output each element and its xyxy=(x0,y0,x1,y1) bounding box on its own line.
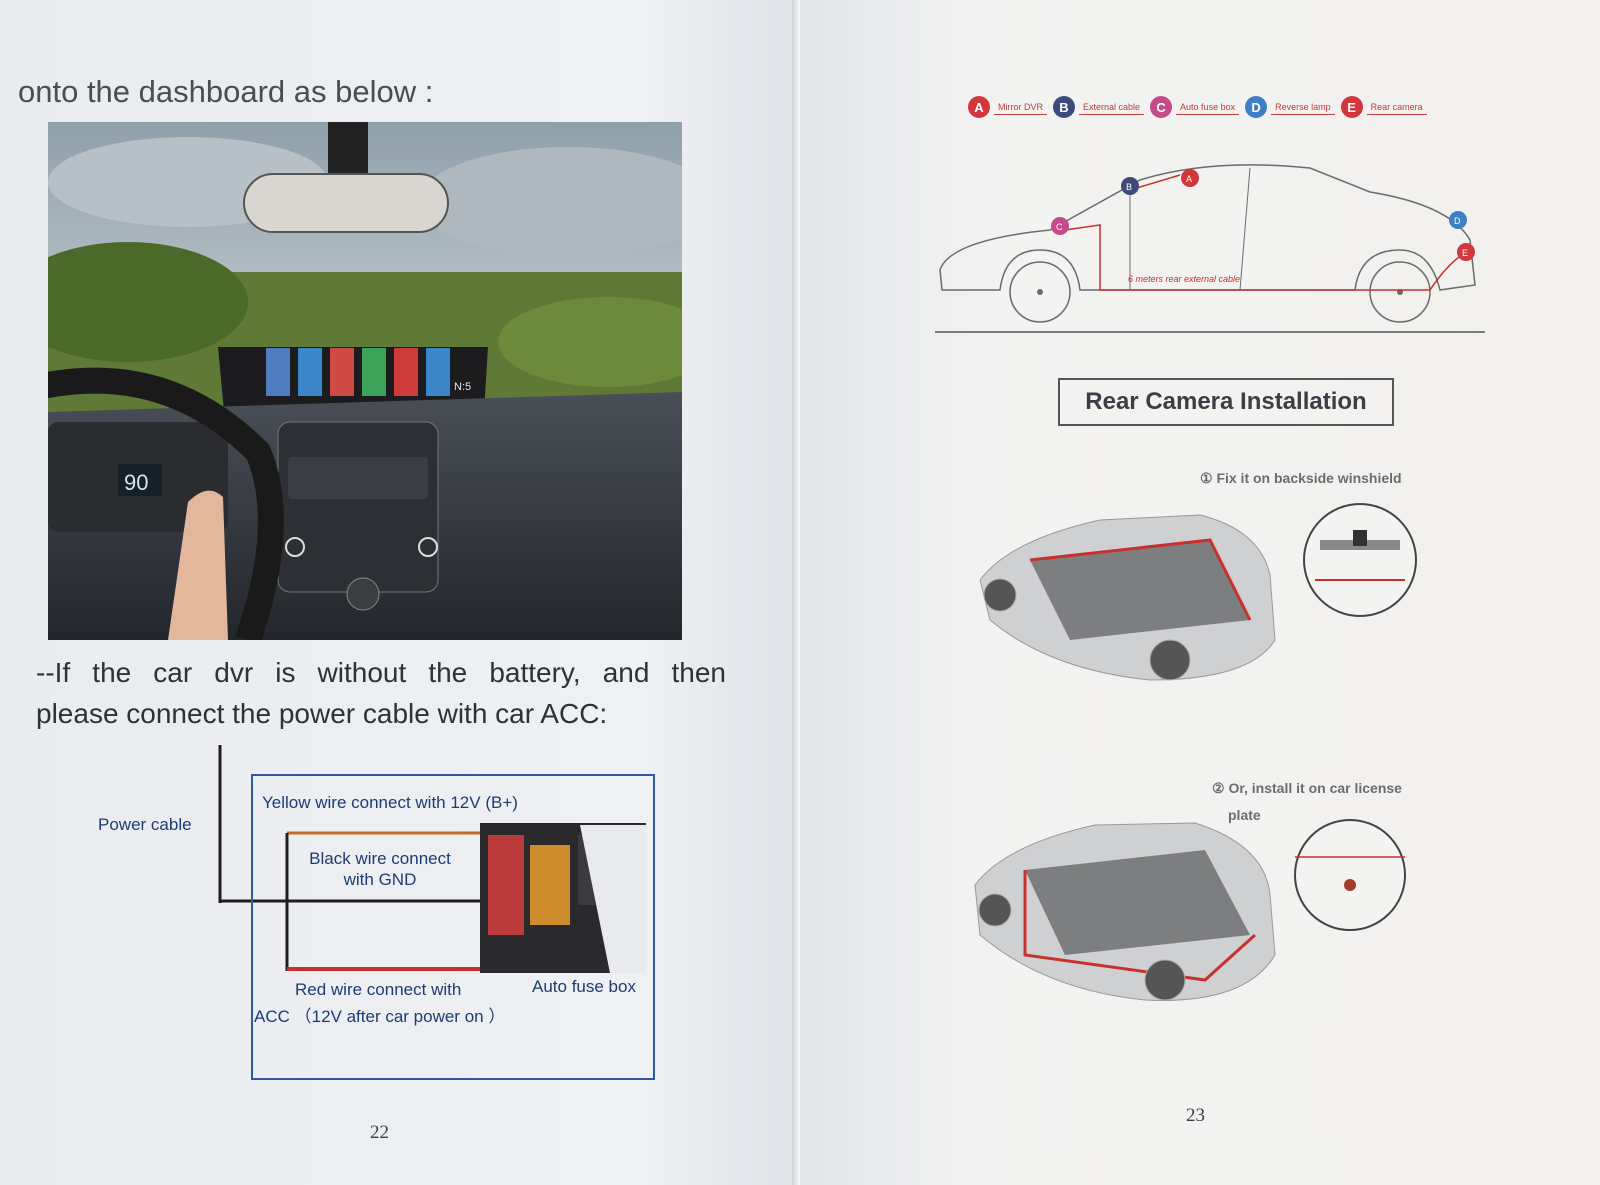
black-wire-label-2: with GND xyxy=(343,870,417,889)
yellow-wire-label: Yellow wire connect with 12V (B+) xyxy=(262,793,518,812)
legend-badge-b: B xyxy=(1053,96,1075,118)
black-wire-label-1: Black wire connect xyxy=(309,849,451,868)
car-badge-b: B xyxy=(1126,182,1132,192)
red-wire-label-2: ACC （12V after car power on ） xyxy=(254,1007,506,1026)
step-2-text-line-2: plate xyxy=(1228,807,1261,823)
legend-item-c: C Auto fuse box xyxy=(1150,96,1240,118)
car-illustration-1 xyxy=(979,503,1417,681)
legend-badge-a: A xyxy=(968,96,990,118)
left-page: onto the dashboard as below : xyxy=(0,0,800,1185)
legend-label-b: External cable xyxy=(1079,100,1145,115)
fuse-box-label: Auto fuse box xyxy=(532,977,636,996)
power-cable-label: Power cable xyxy=(98,815,192,834)
legend-label-a: Mirror DVR xyxy=(994,100,1047,115)
install-title: Rear Camera Installation xyxy=(1058,378,1394,426)
page-number-left: 22 xyxy=(370,1122,389,1143)
step-2-text-line-1: ② Or, install it on car license xyxy=(1212,780,1402,796)
car-badge-c: C xyxy=(1056,222,1063,232)
legend-label-d: Reverse lamp xyxy=(1271,100,1335,115)
car-illustration-2 xyxy=(974,819,1406,1001)
car-badge-a: A xyxy=(1186,174,1192,184)
photo-screen-time: N:5 xyxy=(454,381,471,393)
photo-speed: 90 xyxy=(124,470,148,495)
cable-label: 6 meters rear external cable xyxy=(1128,274,1240,284)
legend-badge-e: E xyxy=(1340,96,1363,118)
legend-item-b: B External cable xyxy=(1053,96,1145,118)
page-number-right: 23 xyxy=(1186,1105,1205,1126)
wiring-lines xyxy=(218,745,655,1080)
step-1-text: ① Fix it on backside winshield xyxy=(1200,470,1402,486)
body-line-2: please connect the power cable with car … xyxy=(36,698,608,729)
legend-item-a: A Mirror DVR xyxy=(968,96,1047,118)
legend-label-e: Rear camera xyxy=(1366,100,1427,115)
car-badge-e: E xyxy=(1462,248,1468,258)
car-badge-d: D xyxy=(1454,216,1461,226)
dashboard-photo: N:5 90 xyxy=(48,122,682,640)
legend-badge-c: C xyxy=(1150,96,1173,118)
red-wire-label-1: Red wire connect with xyxy=(295,980,462,999)
legend-item-d: D Reverse lamp xyxy=(1245,96,1335,118)
component-legend: A Mirror DVR B External cable C Auto fus… xyxy=(968,96,1427,118)
wiring-diagram: Power cable Yellow wire connect with 12V… xyxy=(90,745,670,1085)
legend-item-e: E Rear camera xyxy=(1340,96,1427,118)
car-outline-diagram: B A C D E 6 meters rear external cable xyxy=(935,164,1485,333)
legend-label-c: Auto fuse box xyxy=(1176,100,1240,115)
right-page: A Mirror DVR B External cable C Auto fus… xyxy=(800,0,1600,1185)
lead-text: onto the dashboard as below : xyxy=(18,74,434,109)
body-line-1: --If the car dvr is without the battery,… xyxy=(36,657,726,688)
legend-badge-d: D xyxy=(1245,96,1268,118)
dashboard-illustration: N:5 90 xyxy=(48,122,682,640)
